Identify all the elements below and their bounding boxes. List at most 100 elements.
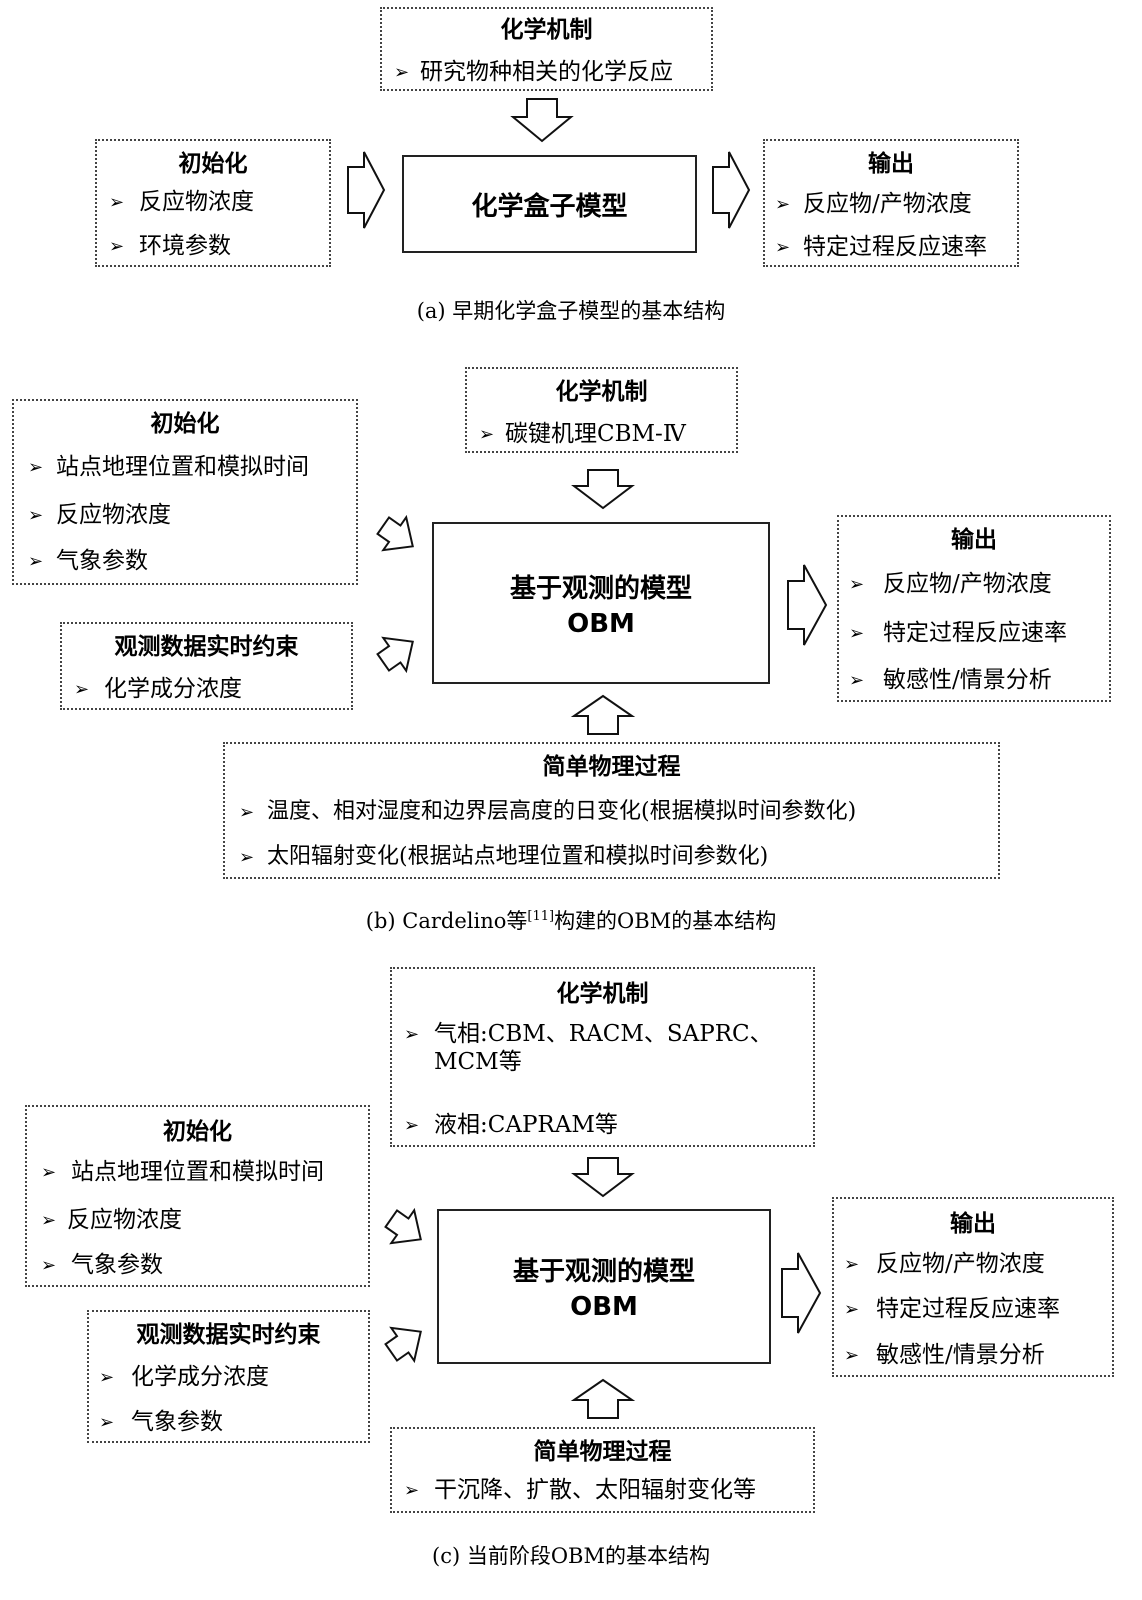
b-caption: (b) Cardelino等[11]构建的OBM的基本结构	[365, 909, 777, 933]
bullet-icon: ➢	[41, 1210, 57, 1231]
c-init-item: ➢站点地理位置和模拟时间	[41, 1159, 324, 1185]
a-mechanism-box: 化学机制 ➢研究物种相关的化学反应	[380, 7, 713, 91]
bullet-icon: ➢	[775, 194, 791, 215]
c-mechanism-box: 化学机制 ➢ 气相:CBM、RACM、SAPRC、 MCM等 ➢液相:CAPRA…	[390, 967, 815, 1147]
a-arrow-down-icon	[510, 98, 574, 143]
bullet-icon: ➢	[844, 1299, 860, 1320]
bullet-icon: ➢	[404, 1480, 420, 1501]
b-obs-box: 观测数据实时约束 ➢化学成分浓度	[60, 622, 353, 710]
bullet-icon: ➢	[404, 1115, 420, 1136]
b-obs-title: 观测数据实时约束	[114, 634, 299, 660]
a-init-box: 初始化 ➢反应物浓度 ➢环境参数	[95, 139, 331, 267]
bullet-icon: ➢	[849, 574, 865, 595]
c-physics-box: 简单物理过程 ➢干沉降、扩散、太阳辐射变化等	[390, 1427, 815, 1513]
c-output-item: ➢特定过程反应速率	[844, 1296, 1060, 1322]
b-arrow-right-icon	[787, 564, 828, 646]
c-arrow-up-icon	[570, 1378, 636, 1419]
a-model-box: 化学盒子模型	[402, 155, 697, 253]
b-output-item: ➢反应物/产物浓度	[849, 571, 1052, 597]
c-mechanism-title: 化学机制	[556, 981, 649, 1007]
b-arrow-diag-up-right-icon	[376, 636, 414, 674]
c-obs-title: 观测数据实时约束	[136, 1322, 321, 1348]
a-init-item: ➢反应物浓度	[109, 189, 254, 215]
a-output-title: 输出	[868, 151, 914, 177]
c-init-box: 初始化 ➢站点地理位置和模拟时间 ➢反应物浓度 ➢气象参数	[25, 1105, 370, 1287]
c-init-title: 初始化	[163, 1119, 232, 1145]
b-arrow-diag-down-right-icon	[376, 514, 414, 552]
b-init-item: ➢站点地理位置和模拟时间	[28, 454, 309, 480]
c-model-title: 基于观测的模型 OBM	[512, 1257, 695, 1322]
b-init-item: ➢气象参数	[28, 548, 148, 574]
bullet-icon: ➢	[844, 1345, 860, 1366]
b-obs-item: ➢化学成分浓度	[74, 676, 242, 702]
bullet-icon: ➢	[74, 679, 90, 700]
b-model-box: 基于观测的模型 OBM	[432, 522, 770, 684]
b-model-title: 基于观测的模型 OBM	[509, 573, 692, 639]
c-arrow-right-icon	[781, 1252, 822, 1334]
c-output-item: ➢反应物/产物浓度	[844, 1251, 1045, 1277]
a-output-item: ➢特定过程反应速率	[775, 234, 987, 260]
bullet-icon: ➢	[239, 847, 255, 868]
bullet-icon: ➢	[109, 236, 125, 257]
c-obs-item: ➢化学成分浓度	[99, 1364, 269, 1390]
c-model-box: 基于观测的模型 OBM	[437, 1209, 771, 1364]
c-physics-item: ➢干沉降、扩散、太阳辐射变化等	[404, 1477, 756, 1503]
bullet-icon: ➢	[99, 1367, 115, 1388]
b-caption-ref: [11]	[527, 909, 555, 924]
bullet-icon: ➢	[28, 457, 44, 478]
b-physics-item: ➢太阳辐射变化(根据站点地理位置和模拟时间参数化)	[239, 844, 768, 870]
a-output-item: ➢反应物/产物浓度	[775, 191, 972, 217]
c-output-item: ➢敏感性/情景分析	[844, 1342, 1045, 1368]
c-init-item: ➢反应物浓度	[41, 1207, 182, 1233]
a-model-title: 化学盒子模型	[471, 191, 628, 222]
bullet-icon: ➢	[394, 62, 410, 83]
c-init-item: ➢气象参数	[41, 1252, 163, 1278]
a-output-box: 输出 ➢反应物/产物浓度 ➢特定过程反应速率	[763, 139, 1019, 267]
b-output-item: ➢敏感性/情景分析	[849, 667, 1052, 693]
b-physics-title: 简单物理过程	[542, 754, 681, 780]
bullet-icon: ➢	[99, 1412, 115, 1433]
b-output-item: ➢特定过程反应速率	[849, 620, 1067, 646]
c-output-title: 输出	[950, 1211, 996, 1237]
bullet-icon: ➢	[28, 551, 44, 572]
c-arrow-diag-up-right-icon	[384, 1326, 422, 1364]
a-mechanism-title: 化学机制	[500, 17, 593, 43]
b-arrow-down-icon	[571, 469, 635, 510]
b-mechanism-item: ➢碳键机理CBM-Ⅳ	[479, 421, 686, 447]
b-physics-box: 简单物理过程 ➢温度、相对湿度和边界层高度的日变化(根据模拟时间参数化) ➢太阳…	[223, 742, 1000, 879]
c-obs-item: ➢气象参数	[99, 1409, 223, 1435]
c-arrow-down-icon	[571, 1157, 635, 1198]
a-caption: (a) 早期化学盒子模型的基本结构	[416, 299, 726, 323]
b-physics-item: ➢温度、相对湿度和边界层高度的日变化(根据模拟时间参数化)	[239, 799, 856, 825]
b-arrow-up-icon	[570, 694, 636, 735]
c-physics-title: 简单物理过程	[533, 1439, 672, 1465]
c-arrow-diag-down-right-icon	[384, 1207, 422, 1245]
bullet-icon: ➢	[404, 1024, 420, 1045]
b-mechanism-box: 化学机制 ➢碳键机理CBM-Ⅳ	[465, 367, 738, 453]
a-arrow-right-icon	[347, 151, 386, 229]
bullet-icon: ➢	[239, 802, 255, 823]
c-mechanism-item: ➢ 气相:CBM、RACM、SAPRC、 MCM等	[404, 1021, 773, 1075]
b-output-title: 输出	[951, 527, 997, 553]
bullet-icon: ➢	[775, 237, 791, 258]
b-output-box: 输出 ➢反应物/产物浓度 ➢特定过程反应速率 ➢敏感性/情景分析	[837, 515, 1111, 702]
bullet-icon: ➢	[41, 1162, 57, 1183]
c-obs-box: 观测数据实时约束 ➢化学成分浓度 ➢气象参数	[87, 1310, 370, 1443]
bullet-icon: ➢	[28, 505, 44, 526]
bullet-icon: ➢	[109, 192, 125, 213]
c-mechanism-item: ➢液相:CAPRAM等	[404, 1112, 618, 1138]
c-output-box: 输出 ➢反应物/产物浓度 ➢特定过程反应速率 ➢敏感性/情景分析	[832, 1197, 1114, 1377]
a-init-item: ➢环境参数	[109, 233, 231, 259]
bullet-icon: ➢	[849, 670, 865, 691]
c-caption: (c) 当前阶段OBM的基本结构	[432, 1544, 710, 1568]
a-init-title: 初始化	[178, 151, 248, 177]
a-mechanism-item: ➢研究物种相关的化学反应	[394, 59, 673, 85]
a-arrow-right-icon	[712, 151, 751, 229]
b-mechanism-title: 化学机制	[555, 379, 648, 405]
bullet-icon: ➢	[41, 1255, 57, 1276]
bullet-icon: ➢	[849, 623, 865, 644]
bullet-icon: ➢	[844, 1254, 860, 1275]
b-init-item: ➢反应物浓度	[28, 502, 171, 528]
b-init-box: 初始化 ➢站点地理位置和模拟时间 ➢反应物浓度 ➢气象参数	[12, 399, 358, 585]
b-init-title: 初始化	[150, 411, 220, 437]
